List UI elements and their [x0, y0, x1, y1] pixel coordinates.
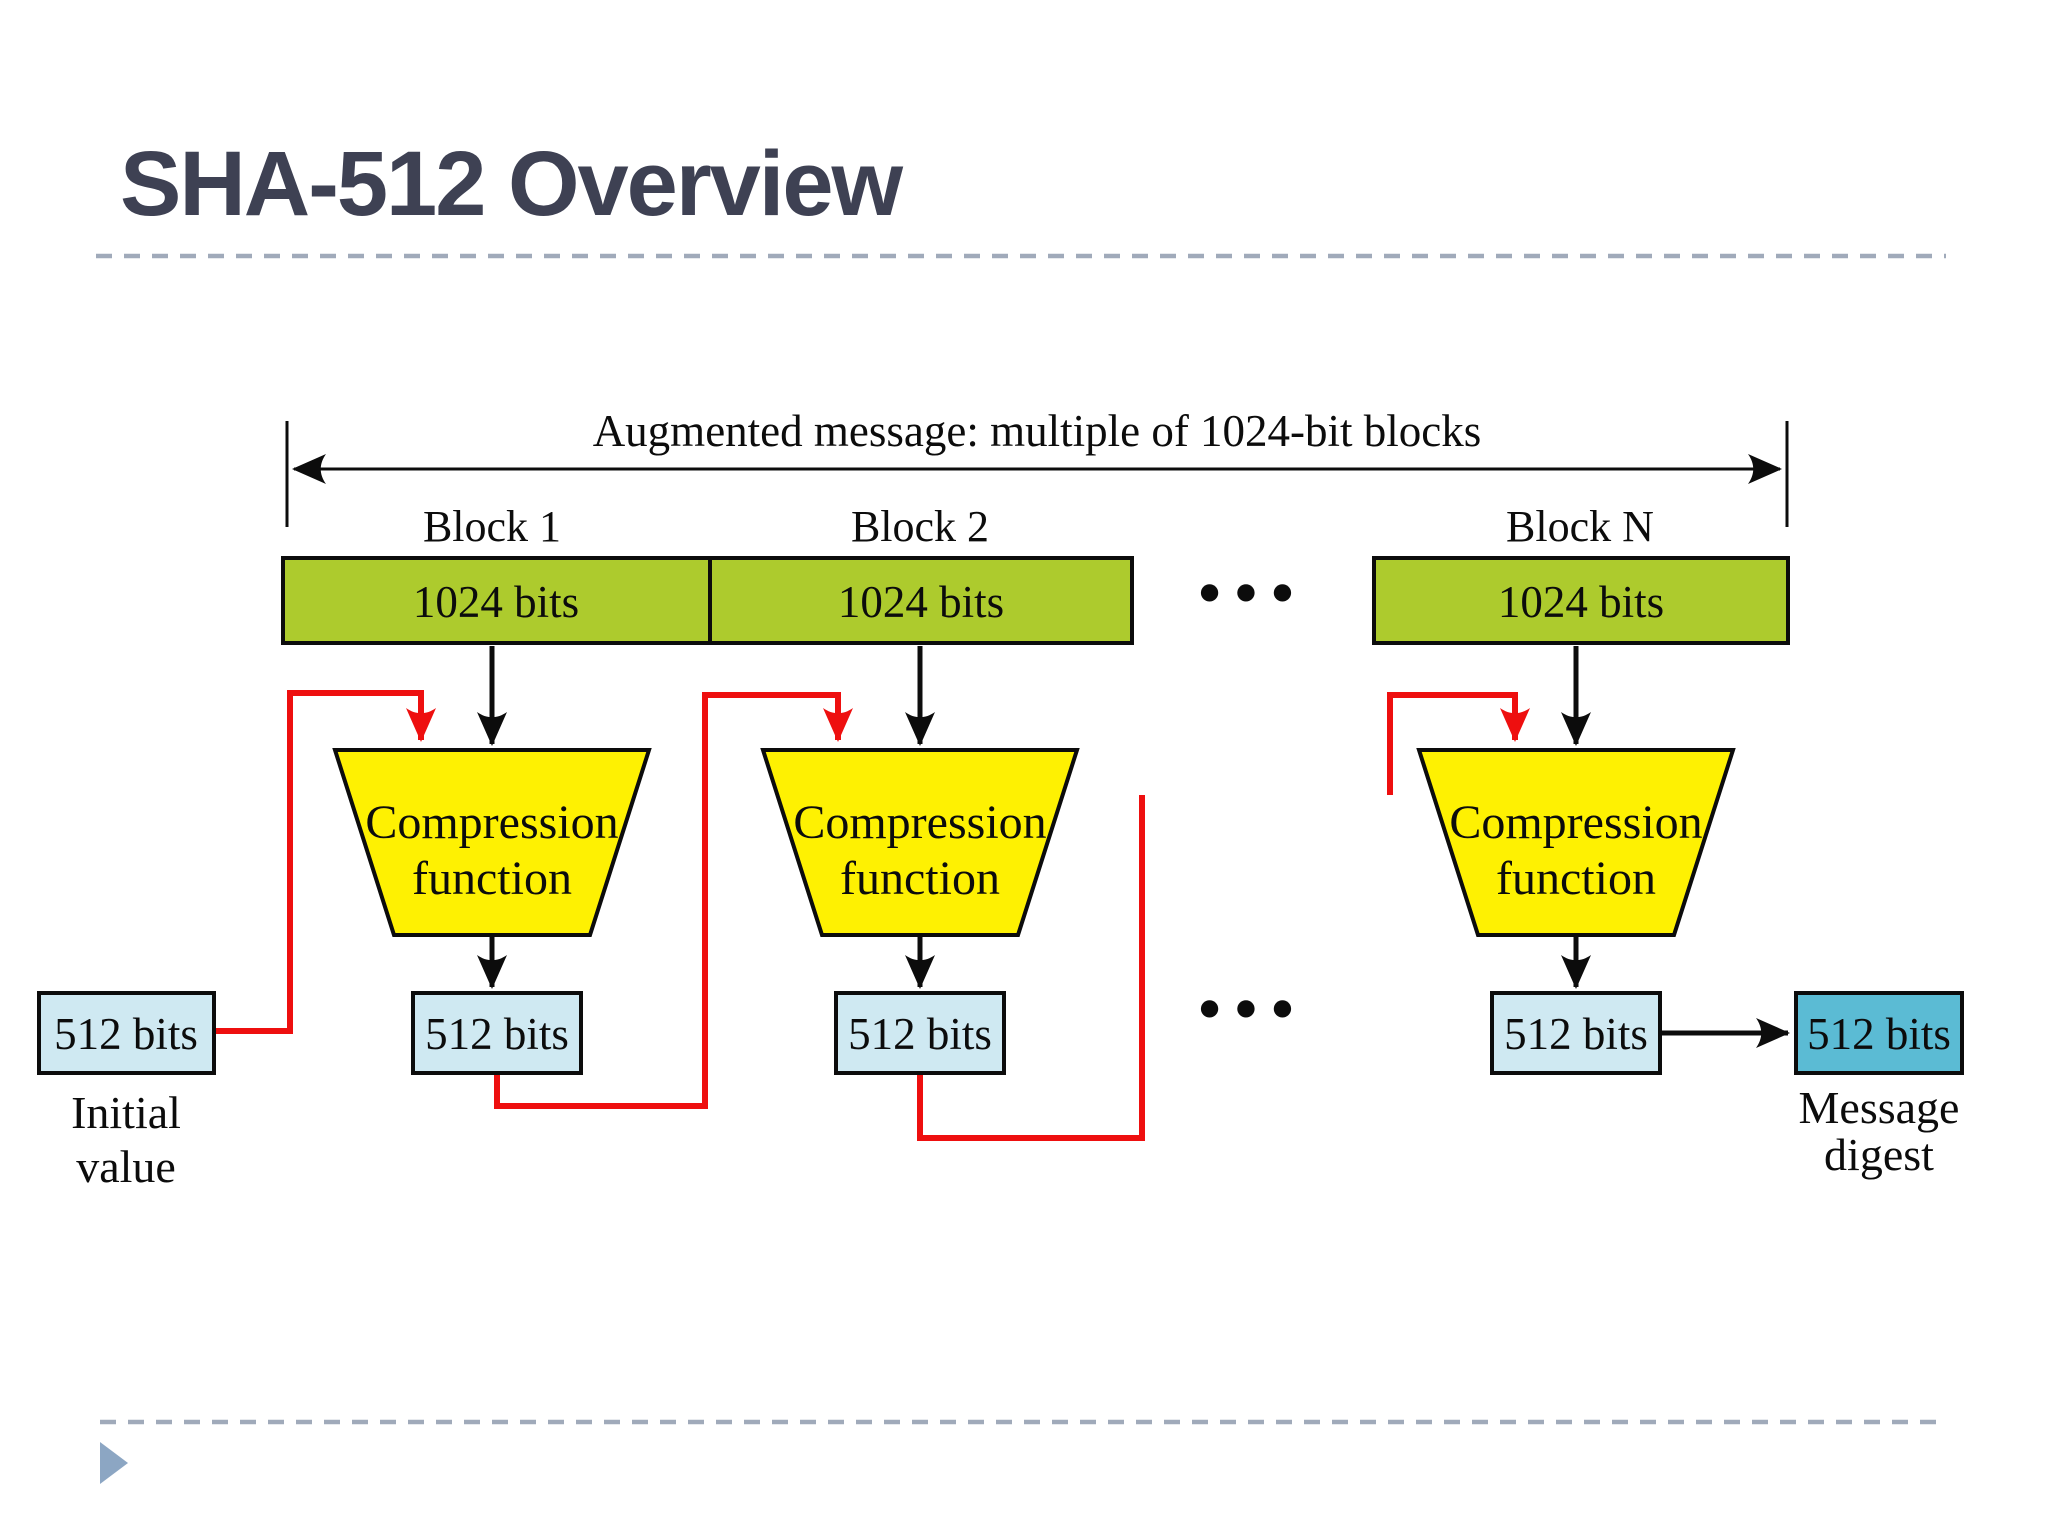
compression-n-line2: function [1496, 852, 1656, 905]
compression-n-line1: Compression [1449, 796, 1702, 849]
compression-1-line1: Compression [365, 796, 618, 849]
message-digest-caption-line2: digest [1824, 1129, 1934, 1180]
block-n-label: Block N [1506, 502, 1654, 551]
message-digest-box-text: 512 bits [1807, 1009, 1951, 1059]
blocks-ellipsis-icon: ••• [1198, 557, 1307, 628]
block-1-box [281, 556, 712, 645]
state-box-n [1490, 991, 1662, 1075]
block-1-label: Block 1 [423, 502, 561, 551]
state-box-1 [411, 991, 583, 1075]
compression-function-1-shape [332, 748, 652, 937]
compression-function-n-shape [1416, 748, 1736, 937]
message-digest-box [1794, 991, 1964, 1075]
initial-value-box-text: 512 bits [54, 1009, 198, 1059]
block-2-label: Block 2 [851, 502, 989, 551]
block-n-box [1372, 556, 1790, 645]
state-box-n-text: 512 bits [1504, 1009, 1648, 1059]
state-box-1-text: 512 bits [425, 1009, 569, 1059]
states-ellipsis-icon: ••• [1198, 973, 1307, 1044]
chain-to-compression-n-red-path-truncated [1387, 692, 1530, 795]
state-1-to-compression-2-red-path [494, 692, 853, 1109]
initial-value-box [37, 991, 216, 1075]
initial-value-caption-line1: Initial [71, 1087, 181, 1138]
message-digest-caption-line1: Message [1799, 1082, 1960, 1133]
block-n-size: 1024 bits [1498, 577, 1664, 627]
page-title: SHA-512 Overview [120, 133, 903, 235]
block-1-size: 1024 bits [413, 577, 579, 627]
state-box-2 [834, 991, 1006, 1075]
state-box-2-text: 512 bits [848, 1009, 992, 1059]
block-2-box [708, 556, 1134, 645]
slide-bullet-triangle-icon [100, 1442, 128, 1484]
compression-1-line2: function [412, 852, 572, 905]
compression-2-line2: function [840, 852, 1000, 905]
initial-value-to-compression-1-red-path [214, 690, 436, 1034]
initial-value-caption-line2: value [76, 1141, 176, 1192]
compression-2-line1: Compression [793, 796, 1046, 849]
state-2-feedback-red-path-truncated [917, 795, 1145, 1141]
block-2-size: 1024 bits [838, 577, 1004, 627]
augmented-message-span-label: Augmented message: multiple of 1024-bit … [593, 406, 1482, 456]
compression-function-2-shape [760, 748, 1080, 937]
